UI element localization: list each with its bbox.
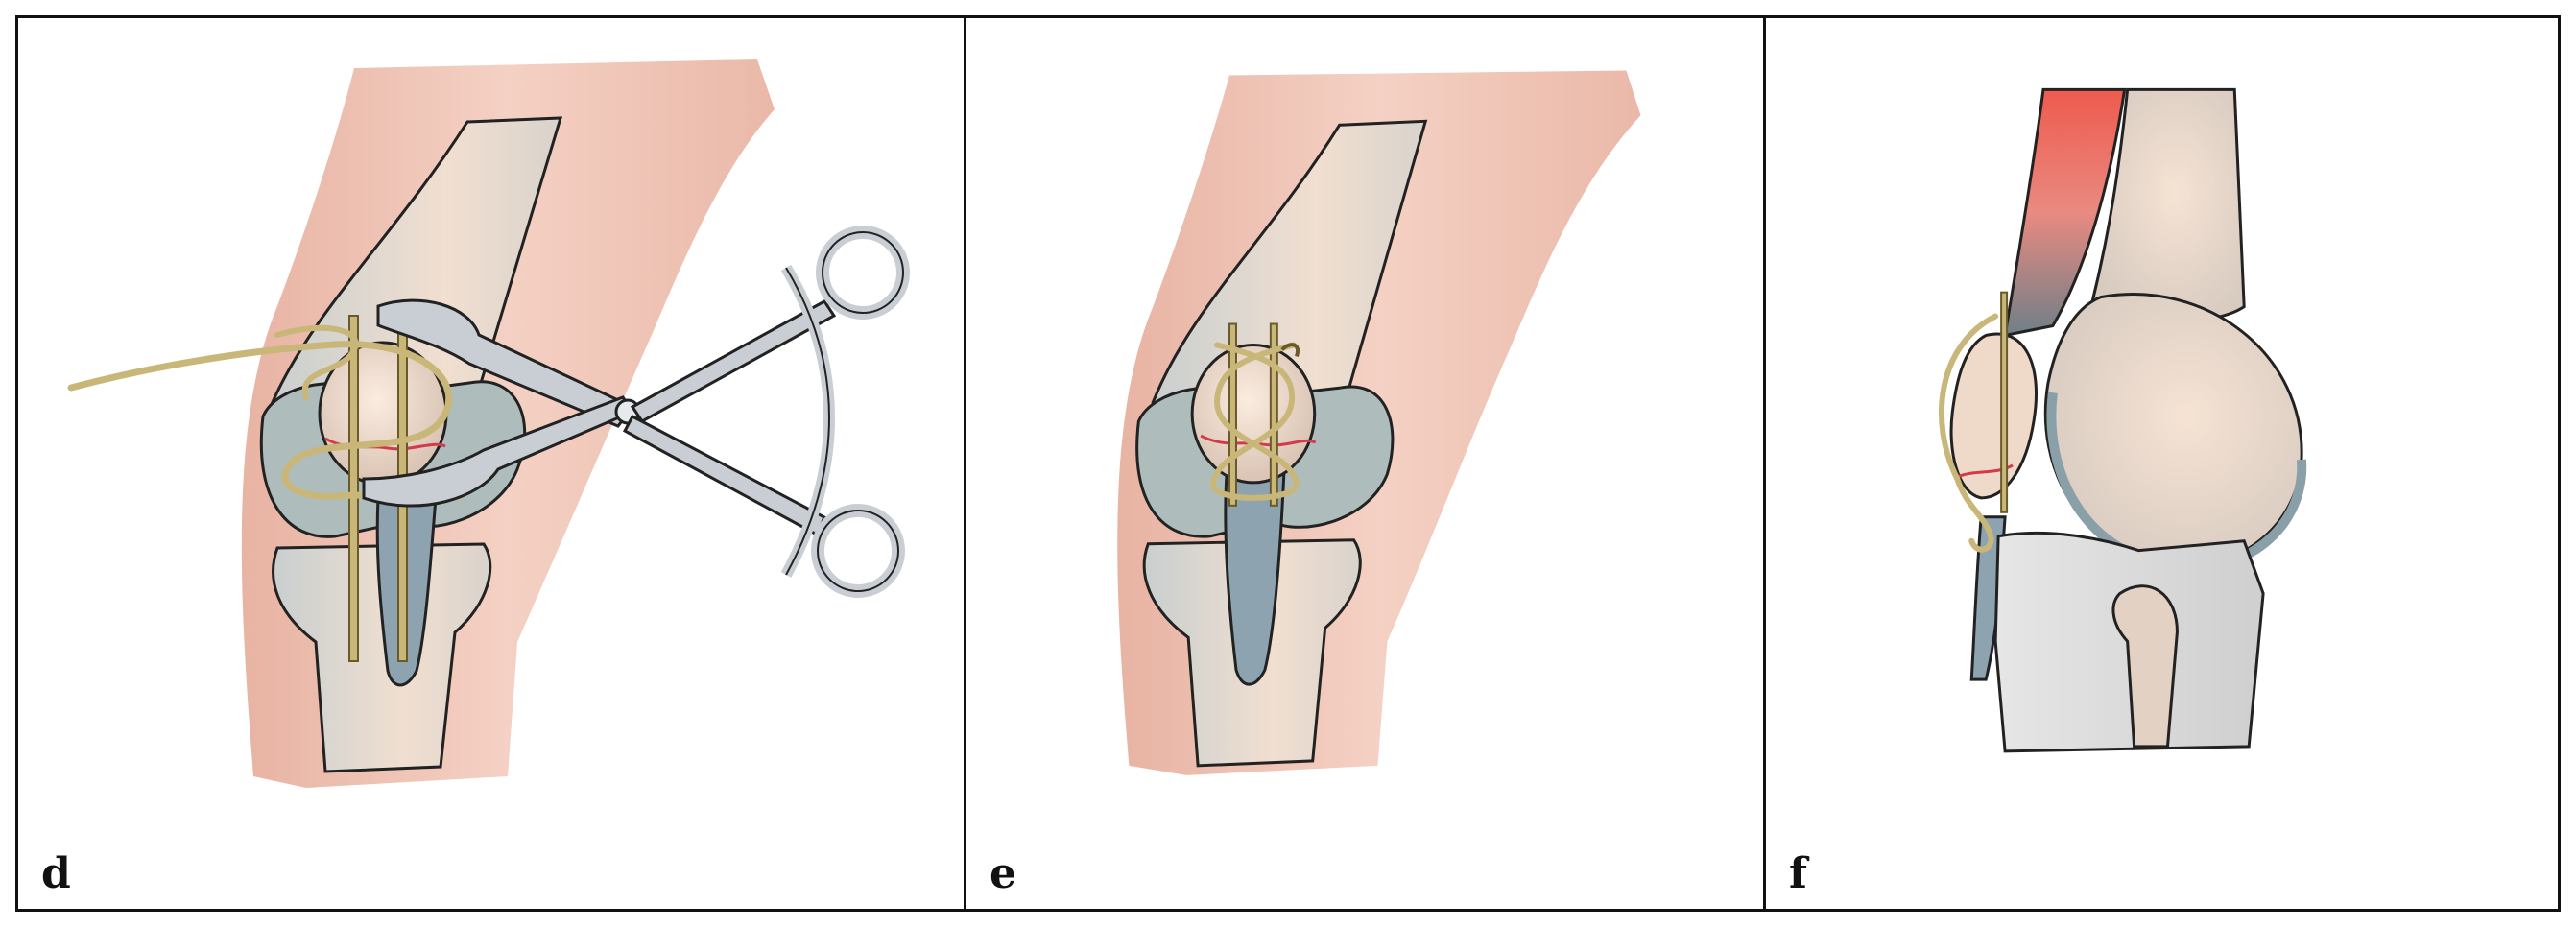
panel-f: f bbox=[1763, 18, 2558, 909]
patella bbox=[1190, 343, 1317, 485]
cerclage-wire bbox=[67, 341, 464, 500]
tibia bbox=[272, 542, 492, 773]
fibula bbox=[2111, 584, 2179, 749]
forceps-handle-upper bbox=[630, 299, 837, 423]
forceps-ring-upper-edge bbox=[822, 231, 904, 314]
panel-d: d bbox=[18, 18, 964, 909]
panel-e: e bbox=[964, 18, 1763, 909]
panel-f-illustration bbox=[1939, 87, 2307, 753]
figure: d bbox=[15, 15, 2561, 912]
panel-d-illustration bbox=[67, 59, 910, 788]
femoral-condyle bbox=[2043, 293, 2303, 568]
panel-label-f: f bbox=[1789, 849, 1807, 898]
forceps-handle-lower bbox=[622, 414, 826, 537]
fracture-line bbox=[1200, 434, 1317, 447]
kirschner-wire bbox=[2000, 291, 2009, 513]
quadriceps-muscle bbox=[2003, 87, 2127, 338]
forceps-ring-lower-edge bbox=[817, 510, 899, 592]
kirschner-wire-1 bbox=[348, 315, 359, 662]
patellar-tendon bbox=[1224, 472, 1286, 686]
panel-label-e: e bbox=[990, 849, 1016, 898]
panel-e-illustration bbox=[1117, 70, 1641, 775]
forceps-ratchet-edge bbox=[785, 267, 830, 576]
patella bbox=[1949, 332, 2038, 500]
kirschner-wire-1 bbox=[1228, 322, 1237, 507]
panel-label-d: d bbox=[41, 849, 71, 898]
tension-band-wire bbox=[1939, 313, 1999, 553]
cerclage-wire-loop bbox=[274, 324, 359, 400]
patella-fracture-line bbox=[1956, 464, 2014, 479]
kirschner-wire-2 bbox=[1269, 322, 1278, 507]
tension-band-figure-eight bbox=[1210, 342, 1300, 501]
wire-twist bbox=[1280, 343, 1300, 358]
